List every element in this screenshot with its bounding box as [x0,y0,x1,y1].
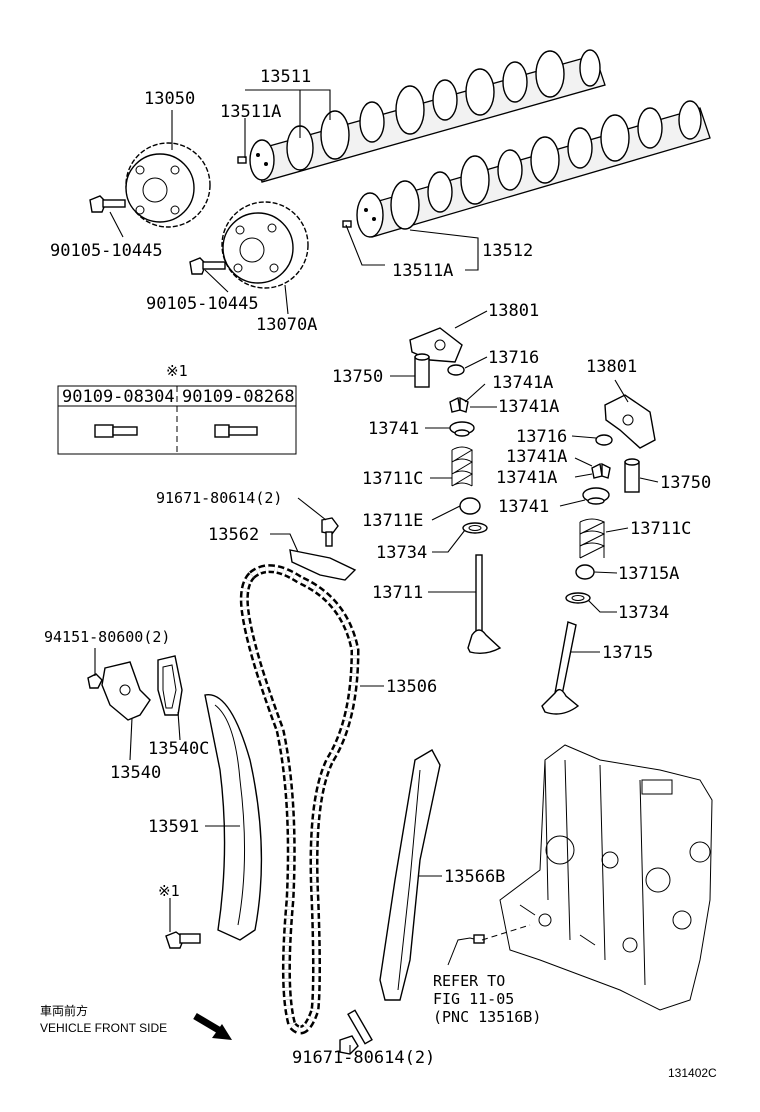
engine-block [499,744,713,1011]
diagram-id: 131402C [668,1066,717,1080]
label-91671-bot: 91671-80614(2) [292,1048,435,1068]
guide-bolt [339,1009,373,1055]
label-13716-b: 13716 [516,427,567,447]
label-90105-b: 90105-10445 [146,294,259,314]
label-13734-b: 13734 [618,603,669,623]
rocker-arm-b [604,394,656,449]
vvt-gear-exhaust [221,201,309,289]
spring-retainer-a [449,421,475,437]
label-13750-a: 13750 [332,367,383,387]
washer-table [57,385,297,455]
label-13511A-mid: 13511A [392,261,453,281]
label-91671-top: 91671-80614(2) [156,489,282,507]
leader-lines [94,89,659,1054]
front-arrow-icon [193,1012,232,1040]
label-13070A: 13070A [256,315,317,335]
label-13715A: 13715A [618,564,679,584]
label-13801-b: 13801 [586,357,637,377]
label-13741A-2: 13741A [498,397,559,417]
refer-line2: FIG 11-05 [433,990,514,1008]
chain-tensioner-bracket [289,517,357,581]
label-13562: 13562 [208,525,259,545]
oil-jet [447,934,485,966]
valve-stem-cap-a [447,364,465,376]
valve-stem-cap-b [595,434,613,446]
retainer-key-b [591,462,611,479]
chain-slipper-13591 [204,694,263,941]
label-13512: 13512 [482,241,533,261]
label-13511: 13511 [260,67,311,87]
label-13711E: 13711E [362,511,423,531]
valve-spring-seat-a [459,497,481,515]
label-90105-a: 90105-10445 [50,241,163,261]
slipper-bolt [165,931,201,949]
stem-seal-b [565,592,591,604]
label-13750-b: 13750 [660,473,711,493]
timing-chain [239,564,360,1035]
refer-line1: REFER TO [433,972,505,990]
table-mark: ※1 [166,362,188,380]
tensioner-bolt [87,673,103,689]
label-94151: 94151-80600(2) [44,628,170,646]
label-13715: 13715 [602,643,653,663]
spring-retainer-b [582,487,610,505]
flange-bolt-b [189,257,226,275]
camshaft-pin-intake [237,156,247,164]
intake-camshaft [249,49,606,183]
oil-jet-dashline [481,924,531,941]
retainer-key-a [449,396,469,413]
front-side-jp: 車両前方 [40,1003,88,1018]
label-13741A-3: 13741A [506,447,567,467]
label-13591: 13591 [148,817,199,837]
label-13801-a: 13801 [488,301,539,321]
label-13741-a: 13741 [368,419,419,439]
refer-line3: (PNC 13516B) [433,1008,541,1026]
label-13506: 13506 [386,677,437,697]
label-13741A-4: 13741A [496,468,557,488]
label-13741A-1: 13741A [492,373,553,393]
intake-valve [467,554,502,655]
label-13050: 13050 [144,89,195,109]
label-13741-b: 13741 [498,497,549,517]
chain-tensioner [101,661,151,721]
stem-seal-a [462,522,488,534]
mark-x1-bolt: ※1 [158,882,180,900]
tensioner-gasket [157,655,183,716]
label-13566B: 13566B [444,867,505,887]
label-13540C: 13540C [148,739,209,759]
exhaust-valve [541,621,580,715]
vvt-gear-intake [125,142,211,228]
label-13540: 13540 [110,763,161,783]
valve-spring-b [579,518,606,559]
front-side-en: VEHICLE FRONT SIDE [40,1021,167,1035]
label-13711C-b: 13711C [630,519,691,539]
table-col1: 90109-08304 [62,387,175,407]
label-13711: 13711 [372,583,423,603]
bracket-bolt [321,517,339,547]
label-13711C-a: 13711C [362,469,423,489]
lash-adjuster-b [624,458,640,493]
chain-guide-13566B [379,749,441,1001]
valve-spring-seat-b [575,564,595,580]
flange-bolt-a [89,195,126,213]
table-col2: 90109-08268 [182,387,295,407]
exhaust-camshaft [356,100,711,238]
lash-adjuster-a [414,353,430,388]
label-13511A-top: 13511A [220,102,281,122]
valve-spring-a [451,446,473,487]
label-13716-a: 13716 [488,348,539,368]
label-13734-a: 13734 [376,543,427,563]
